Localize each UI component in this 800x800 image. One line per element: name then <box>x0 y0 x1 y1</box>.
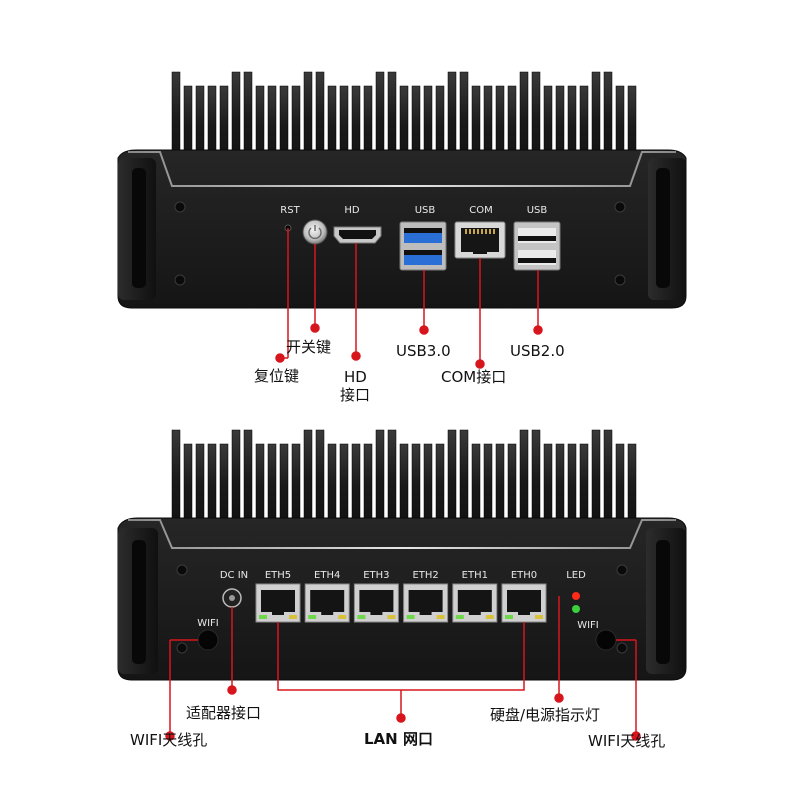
eth-port-label: ETH1 <box>462 570 488 581</box>
wifi-right-label: WIFI <box>577 620 599 631</box>
wifi-right-callout: WIFI天线孔 <box>588 732 666 750</box>
ethernet-port <box>353 583 399 623</box>
usb20-callout: USB2.0 <box>510 342 565 360</box>
ethernet-port <box>403 583 449 623</box>
eth-port-label: ETH5 <box>265 570 291 581</box>
wifi-left-callout: WIFI天线孔 <box>130 731 208 749</box>
ethernet-port <box>501 583 547 623</box>
dc-in-label: DC IN <box>220 570 248 581</box>
led-green <box>572 605 580 613</box>
led-red <box>572 592 580 600</box>
led-label: LED <box>566 570 586 581</box>
eth-port-label: ETH3 <box>363 570 389 581</box>
usb30-callout: USB3.0 <box>396 342 451 360</box>
hd-port-label: HD <box>344 205 360 216</box>
power-key-callout: 开关键 <box>286 338 332 356</box>
adapter-callout: 适配器接口 <box>186 704 262 722</box>
usb2-port-label: USB <box>527 205 548 216</box>
eth-port-label: ETH2 <box>412 570 438 581</box>
usb3-ports <box>399 221 447 271</box>
com-callout: COM接口 <box>441 368 507 386</box>
usb3-port-label: USB <box>415 205 436 216</box>
led-callout: 硬盘/电源指示灯 <box>490 706 601 724</box>
dc-jack <box>222 588 242 608</box>
eth-port-label: ETH4 <box>314 570 340 581</box>
power-button <box>302 219 328 245</box>
hd-callout-line2: 接口 <box>340 386 371 404</box>
ethernet-port <box>255 583 301 623</box>
com-port-label: COM <box>469 205 492 216</box>
wifi-antenna-hole-left <box>197 629 219 651</box>
wifi-left-label: WIFI <box>197 618 219 629</box>
bottom-callout-lines <box>165 596 641 741</box>
hdmi-port <box>333 226 382 244</box>
top-heatsink-fins <box>171 71 637 189</box>
wifi-antenna-hole-right <box>595 629 617 651</box>
usb2-ports <box>513 221 561 271</box>
top-callout-lines <box>275 228 543 369</box>
com-port <box>454 221 506 259</box>
bottom-mini-pc: DC IN LED WIFI WIFI ETH5 ETH4 ETH3 ETH2 ETH1… <box>117 429 687 741</box>
eth-port-label: ETH0 <box>511 570 537 581</box>
reset-key-callout: 复位键 <box>254 367 300 385</box>
hd-callout-line1: HD <box>344 368 367 386</box>
lan-ports: ETH5 ETH4 ETH3 ETH2 ETH1 ETH0 <box>255 570 547 623</box>
top-mini-pc: RST HD USB COM USB <box>117 71 687 369</box>
ethernet-port <box>452 583 498 623</box>
lan-callout: LAN 网口 <box>364 730 433 748</box>
bottom-heatsink-fins <box>171 429 637 551</box>
rst-port-label: RST <box>280 205 300 216</box>
ethernet-port <box>304 583 350 623</box>
